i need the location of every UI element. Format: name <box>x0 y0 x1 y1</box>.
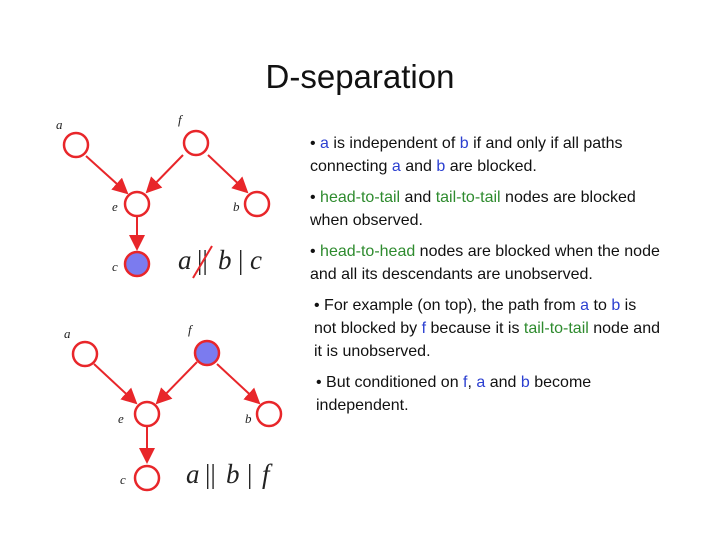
bullet-1-text: is independent of <box>328 135 460 152</box>
node-c-top-observed <box>123 250 151 278</box>
bullet-1-text: • <box>310 135 321 152</box>
label-e-bottom: e <box>118 411 124 426</box>
bottom-graph-nodes <box>71 339 283 492</box>
var-f: f <box>463 374 468 391</box>
label-a-bottom: a <box>64 326 71 341</box>
top-graph-edges <box>85 154 249 251</box>
formula-top-cond: c <box>250 245 262 275</box>
node-b-top <box>243 190 271 218</box>
page-title: D-separation <box>265 58 455 95</box>
bullet-list: • a is independent of b if and only if a… <box>310 132 662 425</box>
var-b: b <box>459 135 469 152</box>
label-e-top: e <box>112 199 118 214</box>
bullet-1-text: are blocked. <box>445 158 537 175</box>
bullet-5: • But conditioned on f, a and b become i… <box>316 371 662 417</box>
edge-f-b-top <box>207 154 249 194</box>
bullet-5-text: become independent. <box>316 374 592 414</box>
node-f-top <box>182 129 210 157</box>
bullet-5-text: , <box>467 374 477 391</box>
bullet-3-text: • <box>310 243 321 260</box>
bottom-graph-edges <box>93 361 261 464</box>
label-f-top: f <box>178 112 184 127</box>
label-c-bottom: c <box>120 472 126 487</box>
bullet-1-text: and <box>400 158 437 175</box>
var-a: a <box>580 297 590 314</box>
var-a: a <box>320 135 329 152</box>
bullet-2-text: and <box>400 189 436 206</box>
term-tail-to-tail: tail-to-tail <box>435 189 501 206</box>
formula-bottom-bar: | <box>247 459 252 489</box>
bullet-5-text: and <box>485 374 521 391</box>
node-e-top <box>123 190 151 218</box>
term-head-to-tail: head-to-tail <box>320 189 401 206</box>
formula-top-sep: || <box>197 245 208 275</box>
label-b-top: b <box>233 199 240 214</box>
formula-bottom-rhs: b <box>226 459 240 489</box>
node-e-bottom <box>133 400 161 428</box>
bullet-4-text: because it is <box>426 320 524 337</box>
edge-f-e-top <box>145 154 184 194</box>
var-b: b <box>436 158 446 175</box>
top-graph-nodes <box>62 129 271 278</box>
formula-top-rhs: b <box>218 245 232 275</box>
edge-a-e-top <box>85 155 129 195</box>
formula-top-strike <box>192 245 213 279</box>
var-a: a <box>476 374 486 391</box>
node-b-bottom <box>255 400 283 428</box>
bullet-2: • head-to-tail and tail-to-tail nodes ar… <box>310 186 662 232</box>
bullet-3-text: nodes are blocked when the node and all … <box>310 243 660 283</box>
bullet-5-text: • But conditioned on <box>316 374 464 391</box>
formula-top-lhs: a <box>178 245 192 275</box>
node-a-bottom <box>71 340 99 368</box>
var-b: b <box>520 374 530 391</box>
formula-bottom-cond: f <box>262 459 273 489</box>
bullet-1-text: if and only if all paths connecting <box>310 135 623 175</box>
bullet-3: • head-to-head nodes are blocked when th… <box>310 240 662 286</box>
edge-f-b-bottom <box>216 363 261 405</box>
node-c-bottom <box>133 464 161 492</box>
term-tail-to-tail: tail-to-tail <box>523 320 589 337</box>
label-a-top: a <box>56 117 63 132</box>
bullet-4: • For example (on top), the path from a … <box>314 294 662 363</box>
formula-bottom-sep: || <box>205 459 216 489</box>
bullet-2-text: nodes are blocked when observed. <box>310 189 636 229</box>
bullet-4-text: to <box>589 297 612 314</box>
edge-f-e-bottom <box>155 361 198 405</box>
bullet-4-text: node and it is unobserved. <box>314 320 660 360</box>
label-f-bottom: f <box>188 322 194 337</box>
var-f: f <box>421 320 427 337</box>
formula-top-bar: | <box>238 245 243 275</box>
bullet-4-text: • For example (on top), the path from <box>314 297 581 314</box>
edge-a-e-bottom <box>93 363 138 405</box>
node-a-top <box>62 131 90 159</box>
var-b: b <box>611 297 621 314</box>
bullet-4-text: is not blocked by <box>314 297 637 337</box>
bullet-2-text: • <box>310 189 321 206</box>
node-f-bottom-observed <box>193 339 221 367</box>
bullet-1: • a is independent of b if and only if a… <box>310 132 662 178</box>
label-c-top: c <box>112 259 118 274</box>
var-a: a <box>391 158 401 175</box>
formula-bottom-lhs: a <box>186 459 200 489</box>
term-head-to-head: head-to-head <box>320 243 416 260</box>
label-b-bottom: b <box>245 411 252 426</box>
